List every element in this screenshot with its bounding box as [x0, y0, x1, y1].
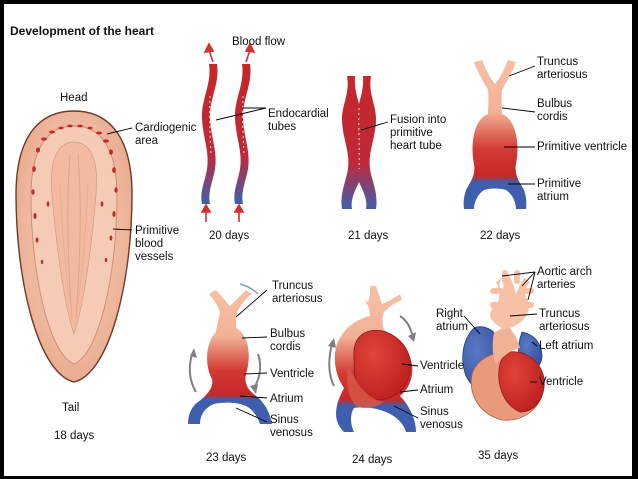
heart-development-illustration: [15, 42, 545, 432]
label-24-sinus-venosus: Sinus venosus: [420, 406, 463, 431]
stage-35-days-heart: [462, 270, 545, 421]
embryo-18-days: [15, 110, 133, 383]
label-23-atrium: Atrium: [270, 393, 304, 405]
label-22-bulbus-cordis: Bulbus cordis: [537, 98, 573, 123]
blood-flow-arrows: [200, 42, 256, 222]
label-22-truncus-arteriosus: Truncus arteriosus: [537, 56, 588, 81]
aortic-arch-arteries: [490, 270, 534, 308]
stage-24-days-heart: [328, 286, 419, 432]
label-endocardial-tubes: Endocardial tubes: [268, 108, 329, 133]
label-18-days: 18 days: [54, 430, 95, 442]
label-23-bulbus-cordis: Bulbus cordis: [270, 328, 306, 353]
label-23-truncus-arteriosus: Truncus arteriosus: [272, 280, 323, 305]
label-23-ventricle: Ventricle: [270, 368, 315, 380]
label-35-truncus-arteriosus: Truncus arteriosus: [539, 308, 590, 333]
label-35-days: 35 days: [478, 450, 519, 462]
label-22-days: 22 days: [480, 230, 521, 242]
label-24-atrium: Atrium: [420, 384, 454, 396]
cardiogenic-area-marks: [31, 124, 118, 265]
stage-23-days-heart: [188, 283, 272, 424]
label-22-primitive-ventricle: Primitive ventricle: [537, 141, 628, 153]
label-35-ventricle: Ventricle: [539, 376, 584, 388]
label-35-aortic-arch-arteries: Aortic arch arteries: [537, 266, 592, 291]
label-22-primitive-atrium: Primitive atrium: [537, 178, 582, 203]
label-primitive-blood-vessels: Primitive blood vessels: [135, 225, 180, 263]
label-cardiogenic-area: Cardiogenic area: [135, 122, 197, 147]
label-35-left-atrium: Left atrium: [539, 340, 594, 352]
label-24-ventricle: Ventricle: [420, 360, 465, 372]
stage-20-days-tubes: [200, 42, 267, 222]
label-23-days: 23 days: [206, 452, 247, 464]
label-24-days: 24 days: [352, 454, 393, 466]
label-21-days: 21 days: [348, 230, 389, 242]
diagram-canvas: Development of the heart Head Cardiogeni…: [4, 4, 632, 476]
label-23-sinus-venosus: Sinus venosus: [270, 414, 313, 439]
label-tail: Tail: [62, 402, 80, 414]
label-35-right-atrium: Right atrium: [436, 308, 468, 333]
label-head: Head: [60, 92, 88, 104]
diagram-title: Development of the heart: [10, 24, 155, 38]
stage-22-days-heart-tube: [463, 60, 536, 209]
stage-21-days-fused-tube: [341, 76, 389, 209]
label-fusion-primitive-heart-tube: Fusion into primitive heart tube: [390, 114, 447, 152]
label-blood-flow: Blood flow: [232, 36, 286, 48]
label-20-days: 20 days: [209, 230, 250, 242]
